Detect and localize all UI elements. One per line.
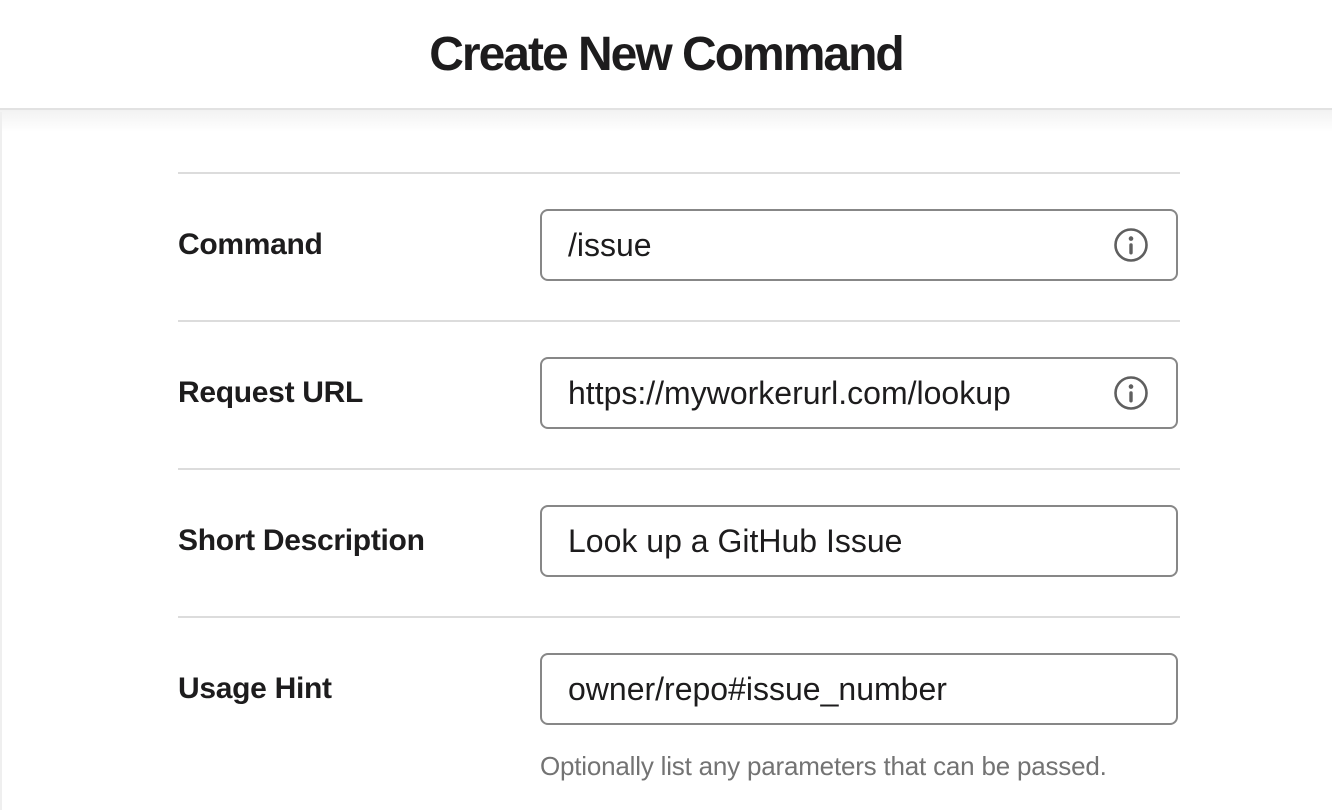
page-header: Create New Command [0, 0, 1332, 110]
form-row-short-description: Short Description [178, 468, 1180, 616]
header-shadow [0, 110, 1332, 132]
form-row-request-url: Request URL [178, 320, 1180, 468]
info-icon[interactable] [1113, 227, 1149, 263]
short-description-label: Short Description [178, 524, 425, 557]
request-url-label: Request URL [178, 376, 364, 409]
usage-hint-helper-text: Optionally list any parameters that can … [540, 751, 1107, 781]
page-title: Create New Command [429, 27, 904, 81]
request-url-input[interactable] [540, 357, 1178, 429]
usage-hint-input[interactable] [540, 653, 1178, 725]
form-row-command: Command [178, 172, 1180, 320]
content-left-border [0, 112, 2, 810]
command-input[interactable] [540, 209, 1178, 281]
short-description-input[interactable] [540, 505, 1178, 577]
usage-hint-label: Usage Hint [178, 672, 332, 705]
create-command-form: Command Request URL [178, 172, 1180, 808]
form-row-usage-hint: Usage Hint Optionally list any parameter… [178, 616, 1180, 808]
info-icon[interactable] [1113, 375, 1149, 411]
command-label: Command [178, 228, 323, 261]
